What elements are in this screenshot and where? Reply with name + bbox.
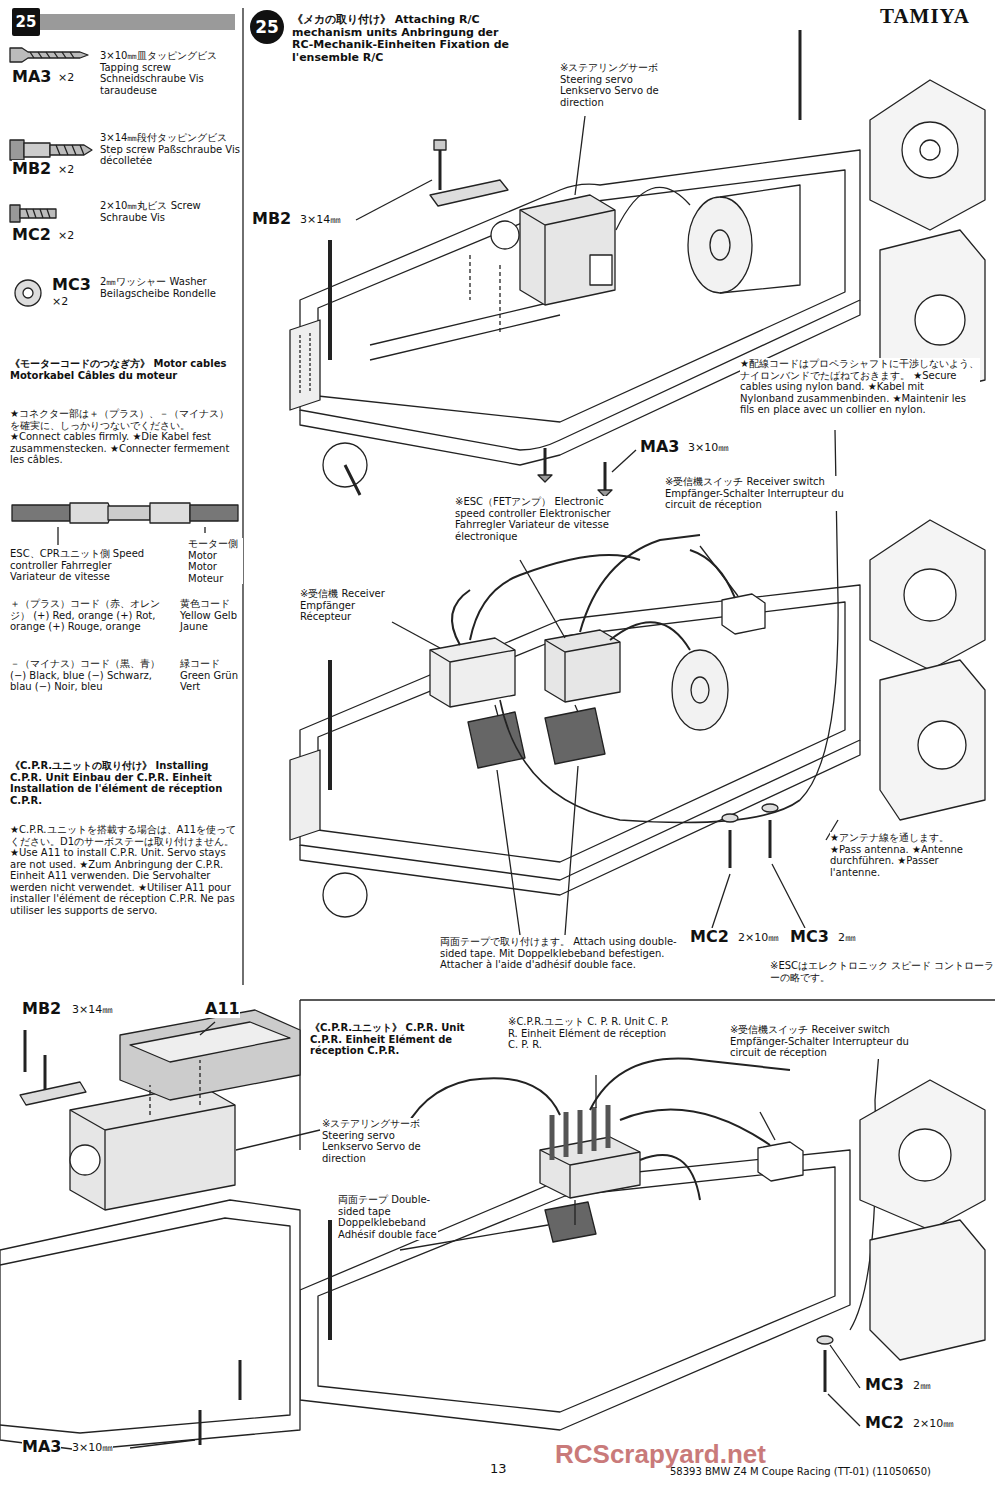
step-badge: 25 — [12, 8, 40, 36]
dimension: 3×10㎜ — [72, 1442, 113, 1455]
part-code: MC2 — [12, 226, 51, 244]
callout-label: ※受信機 Receiver Empfänger Récepteur — [300, 588, 390, 623]
note: ★配線コードはプロペラシャフトに干渉しないよう、ナイロンバンドでたばねておきます… — [740, 358, 980, 416]
cable-color: 緑コード Green Grün Vert — [180, 658, 240, 693]
part-qty: ×2 — [58, 230, 74, 243]
note: ★アンテナ線を通します。 ★Pass antenna. ★Antenne dur… — [830, 832, 975, 878]
part-code: MC2 — [690, 928, 729, 946]
callout-label: ※受信機スイッチ Receiver switch Empfänger-Schal… — [665, 476, 865, 511]
part-desc: 3×14㎜段付タッピングビス Step screw Paßschraube Vi… — [100, 132, 240, 167]
part-desc: 2×10㎜丸ビス Screw Schraube Vis — [100, 200, 240, 223]
page-number: 13 — [490, 1462, 507, 1477]
part-code: MB2 — [22, 1000, 61, 1018]
brand: TAMIYA — [880, 4, 970, 28]
dimension: 3×14㎜ — [72, 1004, 113, 1017]
step-number: 25 — [16, 13, 37, 31]
cable-side: ESC、CPRユニット側 Speed controller Fahrregler… — [10, 548, 160, 583]
step-badge: 25 — [250, 10, 284, 44]
part-code: MC3 — [790, 928, 829, 946]
part-qty: ×2 — [58, 164, 74, 177]
part-code: MC2 — [865, 1414, 904, 1432]
part-code: MA3 — [22, 1438, 61, 1456]
dimension: 2×10㎜ — [913, 1418, 954, 1431]
dimension: 3×10㎜ — [688, 442, 729, 455]
part-code: MB2 — [12, 160, 51, 178]
callout-label: ※受信機スイッチ Receiver switch Empfänger-Schal… — [730, 1024, 940, 1059]
note: ★C.P.R.ユニットを搭載する場合は、A11を使ってください。D1のサーボステ… — [10, 824, 238, 916]
dimension: 2㎜ — [838, 932, 856, 945]
part-code: A11 — [205, 1000, 240, 1018]
part-code: MC3 — [52, 276, 91, 294]
cable-side: モーター側 Motor Motor Moteur — [188, 538, 243, 584]
step-number: 25 — [255, 17, 279, 37]
part-code: MB2 — [252, 210, 291, 228]
dimension: 2×10㎜ — [738, 932, 779, 945]
section-heading: 《C.P.R.ユニットの取り付け》 Installing C.P.R. Unit… — [10, 760, 238, 806]
watermark: RCScrapyard.net — [555, 1440, 766, 1470]
cable-color: ＋（プラス）コード（赤、オレンジ） (+) Red, orange (+) Ro… — [10, 598, 175, 633]
part-qty: ×2 — [58, 72, 74, 85]
dimension: 3×14㎜ — [300, 214, 341, 227]
callout-label: ※ステアリングサーボ Steering servo Lenkservo Serv… — [322, 1118, 437, 1164]
callout-label: ※ステアリングサーボ Steering servo Lenkservo Serv… — [560, 62, 675, 108]
step-heading: 《メカの取り付け》 Attaching R/C mechanism units … — [292, 14, 522, 65]
callout-label: ※C.P.R.ユニット C. P. R. Unit C. P. R. Einhe… — [508, 1016, 678, 1051]
cable-color: －（マイナス）コード（黒、青） (−) Black, blue (−) Schw… — [10, 658, 175, 693]
dimension: 2㎜ — [913, 1380, 931, 1393]
part-desc: 2㎜ワッシャー Washer Beilagscheibe Rondelle — [100, 276, 240, 299]
callout-label: ※ESC（FETアンプ） Electronic speed controller… — [455, 496, 635, 542]
cable-color: 黄色コード Yellow Gelb Jaune — [180, 598, 240, 633]
section-heading: 《C.P.R.ユニット》 C.P.R. Unit C.P.R. Einheit … — [310, 1022, 470, 1057]
callout-label: 両面テープで取り付けます。 Attach using double-sided … — [440, 936, 680, 971]
part-desc: 3×10㎜皿タッピングビス Tapping screw Schneidschra… — [100, 50, 240, 96]
part-code: MA3 — [12, 68, 51, 86]
callout-label: 両面テープ Double-sided tape Doppelklebeband … — [338, 1194, 438, 1240]
part-code: MA3 — [640, 438, 679, 456]
part-qty: ×2 — [52, 296, 68, 309]
note: ★コネクター部は＋（プラス）、－（マイナス）を確実に、しっかりつないでください。… — [10, 408, 238, 466]
part-code: MC3 — [865, 1376, 904, 1394]
note: ※ESCはエレクトロニック スピード コントローラーの略です。 — [770, 960, 995, 983]
section-heading: 《モーターコードのつなぎ方》 Motor cables Motorkabel C… — [10, 358, 235, 381]
